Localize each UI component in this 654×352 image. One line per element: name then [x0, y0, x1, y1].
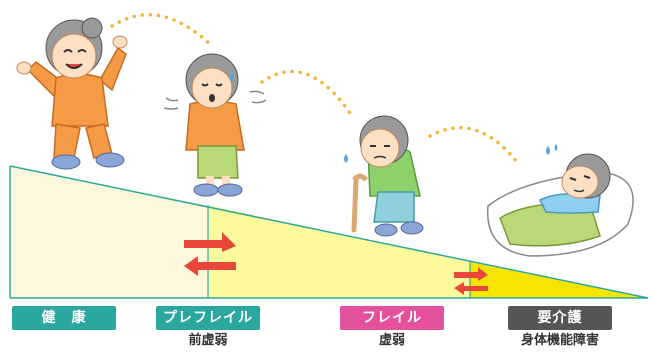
slope-line — [9, 165, 649, 299]
zone-healthy — [10, 166, 208, 298]
stage-label-healthy: 健 康 — [12, 306, 116, 330]
reversible-arrows-icon — [184, 232, 236, 276]
stage-sublabel-prefrail: 前虚弱 — [188, 333, 228, 348]
tired-grandma-icon — [163, 53, 267, 197]
stage-label-prefrail: プレフレイル — [156, 306, 260, 330]
healthy-grandma-icon — [16, 17, 128, 170]
stage-sublabel-care: 身体機能障害 — [520, 333, 599, 348]
bedridden-grandma-icon — [486, 144, 634, 257]
stage-label-frail: フレイル — [340, 306, 444, 330]
stage-sublabel-frail: 虚弱 — [378, 333, 405, 348]
zone-prefrail — [208, 205, 470, 298]
hop-arc-dots — [110, 13, 522, 168]
cane-grandma-icon — [344, 115, 424, 237]
stage-label-care: 要介護 — [508, 306, 612, 330]
reversible-arrows-icon — [454, 267, 488, 295]
